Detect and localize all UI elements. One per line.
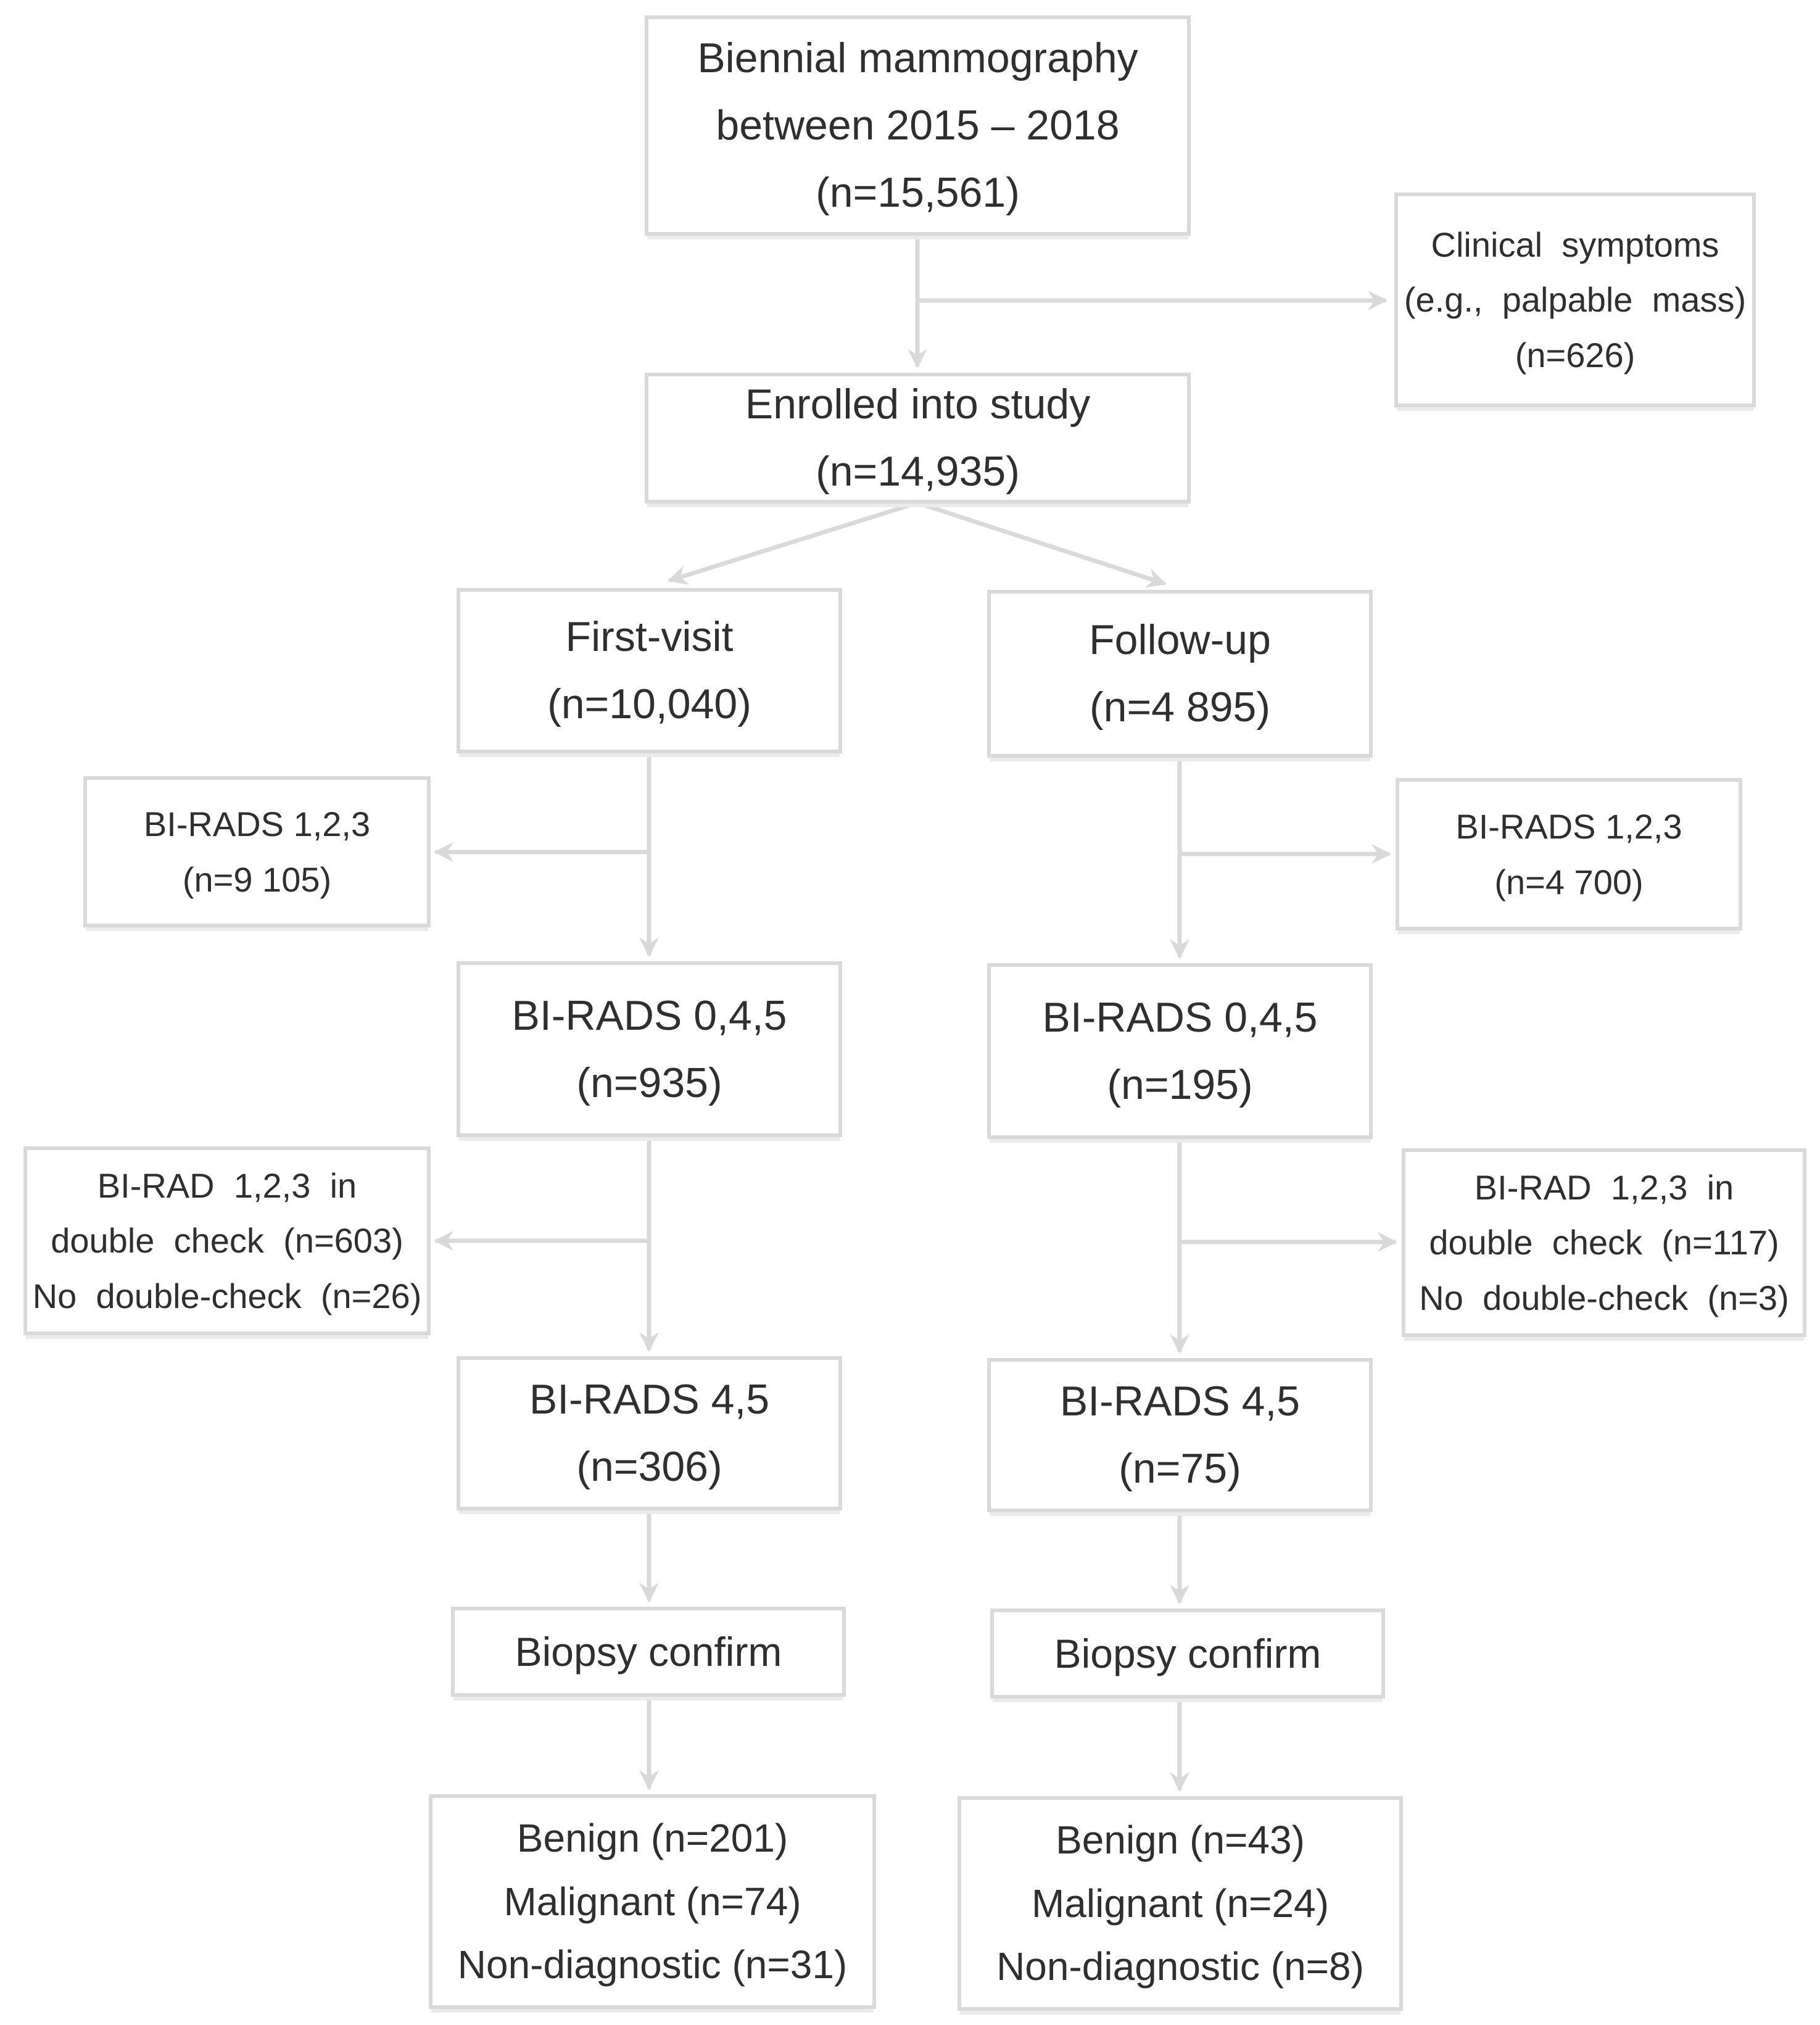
node-clinical-symptoms: Clinical symptoms (e.g., palpable mass) … [1394,193,1756,407]
doublecheck-fv-line-3: No double-check (n=26) [32,1276,422,1315]
birads123-fu-line-1: BI-RADS 1,2,3 [1455,806,1682,846]
node-birads045-follow-up: BI-RADS 0,4,5 (n=195) [987,963,1373,1139]
outcome-fv-line-3: Non-diagnostic (n=31) [457,1942,848,1987]
first-visit-line-1: First-visit [565,613,734,661]
node-doublecheck-first-visit: BI-RAD 1,2,3 in double check (n=603) No … [23,1146,431,1335]
birads45-fv-line-2: (n=306) [576,1443,722,1490]
node-enrolled: Enrolled into study (n=14,935) [645,373,1191,503]
doublecheck-fu-line-2: double check (n=117) [1429,1223,1779,1262]
biopsy-fu-line-1: Biopsy confirm [1054,1630,1322,1676]
birads123-fv-line-1: BI-RADS 1,2,3 [143,804,371,843]
node-birads123-follow-up: BI-RADS 1,2,3 (n=4 700) [1396,778,1742,930]
follow-up-line-2: (n=4 895) [1090,684,1270,731]
node-biennial-mammography: Biennial mammography between 2015 – 2018… [645,15,1191,236]
first-visit-line-2: (n=10,040) [547,681,751,727]
biennial-line-3: (n=15,561) [816,168,1020,216]
node-biopsy-first-visit: Biopsy confirm [451,1607,846,1697]
doublecheck-fv-line-1: BI-RAD 1,2,3 in [97,1166,357,1205]
biopsy-fv-line-1: Biopsy confirm [515,1628,782,1675]
birads045-fv-line-1: BI-RADS 0,4,5 [511,992,787,1039]
birads045-fu-line-1: BI-RADS 0,4,5 [1042,993,1318,1041]
doublecheck-fv-line-2: double check (n=603) [51,1221,403,1261]
outcome-fv-line-1: Benign (n=201) [516,1816,788,1861]
birads045-fv-line-2: (n=935) [576,1059,722,1106]
node-first-visit: First-visit (n=10,040) [457,588,842,753]
clinical-line-3: (n=626) [1515,335,1636,375]
birads45-fu-line-1: BI-RADS 4,5 [1059,1378,1301,1425]
birads45-fv-line-1: BI-RADS 4,5 [529,1376,770,1423]
birads123-fv-line-2: (n=9 105) [182,859,332,899]
outcome-fu-line-2: Malignant (n=24) [1031,1881,1330,1926]
node-birads45-first-visit: BI-RADS 4,5 (n=306) [457,1356,842,1510]
node-outcome-follow-up: Benign (n=43) Malignant (n=24) Non-diagn… [958,1796,1403,2011]
birads045-fu-line-2: (n=195) [1107,1061,1253,1108]
node-birads123-first-visit: BI-RADS 1,2,3 (n=9 105) [83,776,431,927]
outcome-fu-line-1: Benign (n=43) [1056,1818,1305,1863]
follow-up-line-1: Follow-up [1089,616,1271,664]
doublecheck-fu-line-3: No double-check (n=3) [1419,1278,1789,1317]
enrolled-line-2: (n=14,935) [816,448,1020,495]
birads123-fu-line-2: (n=4 700) [1494,862,1644,901]
node-biopsy-follow-up: Biopsy confirm [990,1609,1385,1699]
enrolled-line-1: Enrolled into study [745,381,1091,428]
connector-enrolled-to-follow-up [916,500,1167,588]
connector-enrolled-to-first-visit [667,500,919,585]
node-birads045-first-visit: BI-RADS 0,4,5 (n=935) [457,961,842,1137]
doublecheck-fu-line-1: BI-RAD 1,2,3 in [1474,1167,1734,1207]
biennial-line-1: Biennial mammography [697,35,1138,82]
clinical-line-1: Clinical symptoms [1431,225,1719,264]
birads45-fu-line-2: (n=75) [1119,1445,1241,1492]
outcome-fu-line-3: Non-diagnostic (n=8) [996,1944,1364,1989]
node-follow-up: Follow-up (n=4 895) [987,590,1373,758]
node-doublecheck-follow-up: BI-RAD 1,2,3 in double check (n=117) No … [1402,1148,1806,1337]
outcome-fv-line-2: Malignant (n=74) [503,1879,801,1924]
node-birads45-follow-up: BI-RADS 4,5 (n=75) [987,1358,1373,1512]
node-outcome-first-visit: Benign (n=201) Malignant (n=74) Non-diag… [429,1794,876,2009]
clinical-line-2: (e.g., palpable mass) [1404,280,1747,320]
biennial-line-2: between 2015 – 2018 [716,102,1120,149]
